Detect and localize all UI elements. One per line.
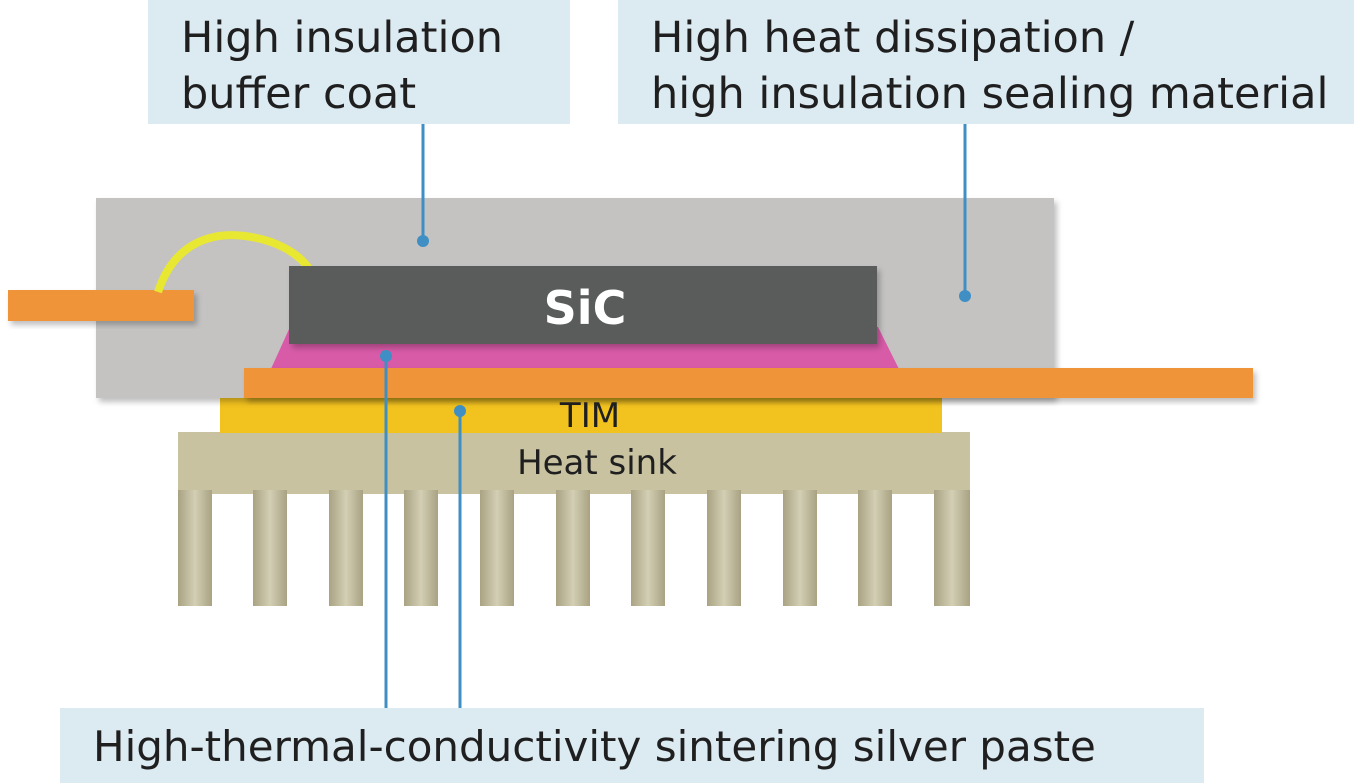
tim-layer [220, 395, 942, 433]
heat-sink-base [178, 432, 970, 494]
sic-chip [289, 266, 877, 344]
leader-lines [380, 124, 971, 708]
bond-wire [154, 231, 314, 294]
sealing-material-line2: high insulation sealing material [651, 69, 1329, 119]
heatsink-label: Heat sink [517, 443, 677, 483]
sealing-material-line1: High heat dissipation / [651, 13, 1135, 63]
left-lead [8, 290, 194, 321]
lead-frame [244, 368, 1253, 398]
chip-label: SiC [544, 281, 627, 335]
tim-label: TIM [559, 396, 620, 436]
buffer-coat-line2: buffer coat [181, 69, 417, 119]
sealing-material-callout: High heat dissipation / high insulation … [618, 0, 1354, 124]
buffer-coat-callout: High insulation buffer coat [148, 0, 570, 124]
buffer-coat-line1: High insulation [181, 13, 504, 63]
silver-paste-callout: High-thermal-conductivity sintering silv… [60, 708, 1204, 783]
silver-paste-text: High-thermal-conductivity sintering silv… [93, 722, 1096, 771]
heat-sink-fins [178, 490, 970, 606]
